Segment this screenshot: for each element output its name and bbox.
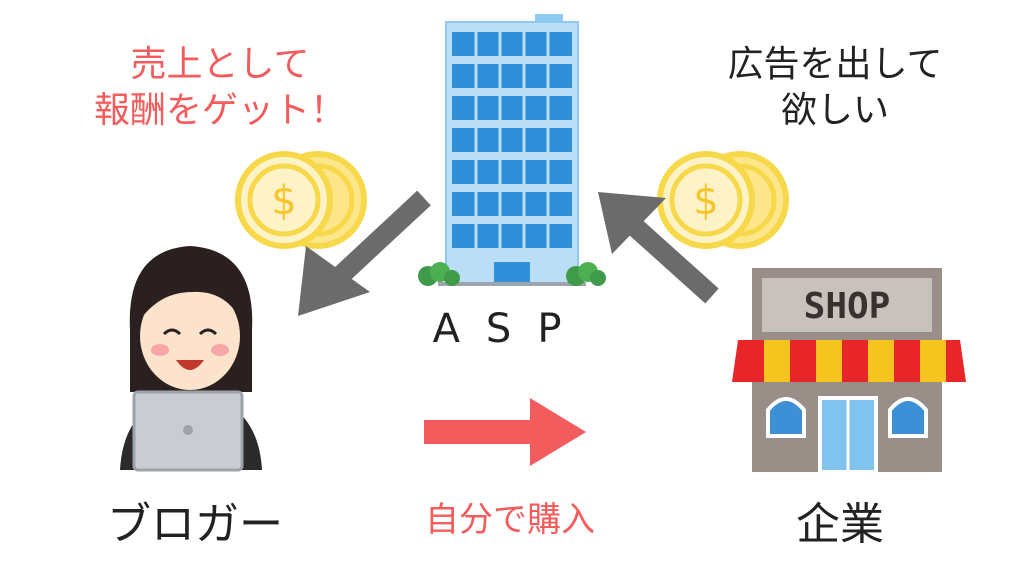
asp-label: ASP [432, 306, 588, 352]
coin-pair-left-icon: $ [235, 151, 367, 249]
company-label: 企業 [796, 499, 884, 550]
revenue-caption: 売上として 報酬をゲット！ [80, 42, 360, 134]
self-purchase-label: 自分で購入 [425, 500, 595, 540]
blogger-person-icon [120, 246, 262, 472]
arrow-asp-to-blogger [298, 190, 431, 316]
ad-request-caption-line2: 欲しい [780, 90, 889, 131]
coin-symbol-left: $ [271, 178, 296, 224]
office-building-icon [418, 14, 606, 286]
coin-pair-right-icon: $ [657, 151, 789, 249]
revenue-caption-line1: 売上として [130, 44, 310, 85]
shop-sign-text: SHOP [804, 286, 891, 327]
ad-request-caption-line1: 広告を出して [727, 44, 943, 85]
coin-symbol-right: $ [693, 178, 718, 224]
revenue-caption-line2: 報酬をゲット！ [93, 90, 346, 131]
arrow-blogger-to-company [424, 398, 586, 466]
shop-building-icon: SHOP [732, 268, 966, 474]
blogger-label: ブロガー [107, 499, 283, 550]
ad-request-caption: 広告を出して 欲しい [710, 42, 960, 134]
arrow-company-to-asp [598, 192, 719, 304]
